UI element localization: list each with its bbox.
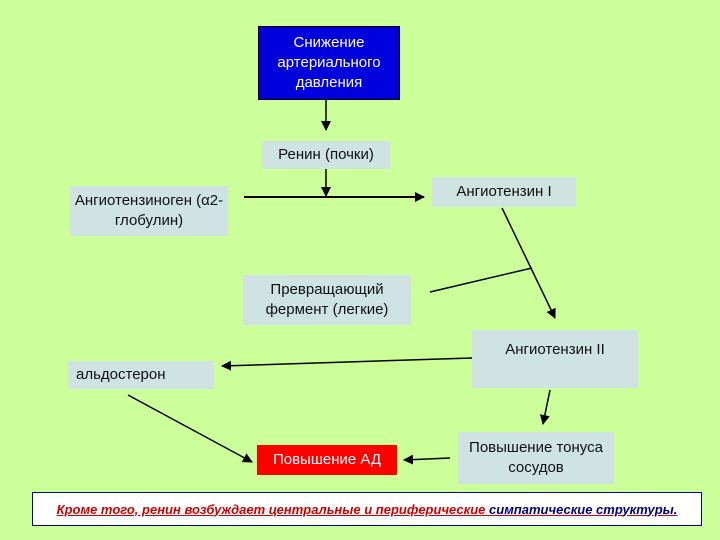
arrow-enzyme-line: [429, 267, 533, 293]
footnote-text: Кроме того, ренин возбуждает центральные…: [56, 501, 486, 517]
arrow-tonus-to-ad: [403, 454, 451, 465]
node-povyshenie-ad: Повышение АД: [257, 445, 397, 475]
node-aldosterone: альдостерон: [68, 361, 214, 389]
node-converting-enzyme: Превращающий фермент (легкие): [243, 275, 411, 325]
node-label: Снижение артериального давления: [277, 34, 381, 91]
node-angiotensin-1: Ангиотензин I: [432, 177, 576, 207]
node-label: Ангиотензин II: [505, 341, 605, 358]
node-renin: Ренин (почки): [262, 141, 390, 169]
node-label: Повышение тонуса сосудов: [469, 439, 603, 476]
node-snizhenie-davleniya: Снижение артериального давления: [258, 26, 400, 100]
node-povyshenie-tonusa: Повышение тонуса сосудов: [458, 432, 614, 484]
node-label: Ренин (почки): [278, 146, 374, 163]
node-angiotensin-2: Ангиотензин II: [472, 330, 638, 388]
footnote-link[interactable]: симпатические структуры.: [489, 501, 678, 517]
node-label: Ангиотензиноген (α2-глобулин): [74, 192, 224, 229]
node-label: альдостерон: [76, 366, 166, 383]
arrow-ang2-to-tonus: [539, 389, 551, 425]
footnote: Кроме того, ренин возбуждает центральные…: [32, 492, 702, 526]
node-label: Ангиотензин I: [456, 183, 552, 200]
arrow-aldosterone-to-ad: [127, 394, 253, 463]
node-label: Повышение АД: [272, 451, 382, 468]
arrow-ang1-to-ang2: [501, 207, 556, 319]
arrow-ang2-to-aldosterone: [221, 357, 473, 371]
node-angiotensinogen: Ангиотензиноген (α2-глобулин): [70, 186, 228, 236]
node-label: Превращающий фермент (легкие): [265, 281, 389, 318]
